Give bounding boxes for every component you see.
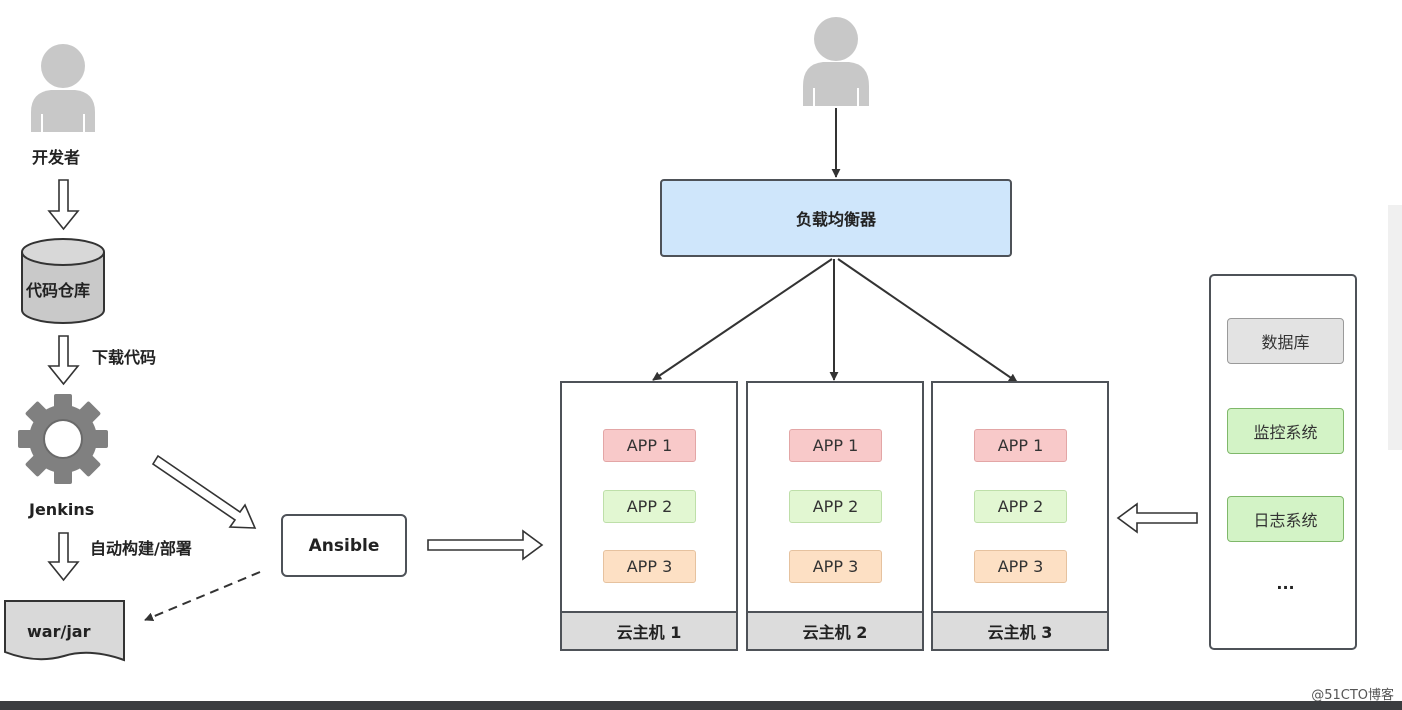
host-3-app-2: APP 2 bbox=[974, 490, 1067, 523]
service-monitoring: 监控系统 bbox=[1227, 408, 1344, 454]
download-code-label: 下载代码 bbox=[92, 348, 157, 367]
scrollbar-track[interactable] bbox=[1388, 205, 1402, 450]
document-icon bbox=[4, 600, 125, 662]
service-logging: 日志系统 bbox=[1227, 496, 1344, 542]
bottom-bar bbox=[0, 701, 1402, 710]
end-user-icon bbox=[803, 17, 869, 106]
arrow-lb-to-host-3 bbox=[837, 258, 1018, 383]
arrow-dev-to-repo bbox=[47, 179, 80, 231]
arrow-ansible-to-artifact bbox=[144, 571, 261, 622]
ansible-node: Ansible bbox=[281, 514, 407, 577]
host-1-app-2: APP 2 bbox=[603, 490, 696, 523]
host-1-app-3: APP 3 bbox=[603, 550, 696, 583]
host-2-app-2: APP 2 bbox=[789, 490, 882, 523]
host-1-name: 云主机 1 bbox=[562, 611, 736, 649]
arrow-jenkins-to-ansible bbox=[151, 454, 257, 529]
host-3: APP 1 APP 2 APP 3 云主机 3 bbox=[931, 381, 1109, 651]
service-more: ... bbox=[1276, 574, 1295, 593]
host-2-name: 云主机 2 bbox=[748, 611, 922, 649]
watermark: @51CTO博客 bbox=[1311, 688, 1394, 703]
developer-label: 开发者 bbox=[32, 148, 81, 167]
services-panel: 数据库 监控系统 日志系统 ... bbox=[1209, 274, 1357, 650]
ansible-label: Ansible bbox=[308, 535, 380, 556]
host-3-app-3: APP 3 bbox=[974, 550, 1067, 583]
load-balancer-node: 负载均衡器 bbox=[660, 179, 1012, 257]
jenkins-label: Jenkins bbox=[29, 500, 95, 519]
host-3-app-1: APP 1 bbox=[974, 429, 1067, 462]
artifact-label: war/jar bbox=[27, 622, 91, 641]
gear-icon bbox=[18, 394, 108, 484]
host-3-name: 云主机 3 bbox=[933, 611, 1107, 649]
arrow-repo-to-jenkins bbox=[47, 335, 80, 386]
host-1-app-1: APP 1 bbox=[603, 429, 696, 462]
host-2-app-1: APP 1 bbox=[789, 429, 882, 462]
database-icon bbox=[21, 238, 105, 324]
developer-user-icon bbox=[31, 44, 95, 132]
host-2: APP 1 APP 2 APP 3 云主机 2 bbox=[746, 381, 924, 651]
load-balancer-label: 负载均衡器 bbox=[795, 210, 876, 229]
arrow-lb-to-host-1 bbox=[652, 258, 833, 381]
repo-label: 代码仓库 bbox=[26, 281, 91, 300]
arrow-services-to-hosts bbox=[1116, 502, 1198, 534]
service-database: 数据库 bbox=[1227, 318, 1344, 364]
auto-build-label: 自动构建/部署 bbox=[90, 539, 192, 558]
arrow-ansible-to-hosts bbox=[427, 529, 544, 561]
host-1: APP 1 APP 2 APP 3 云主机 1 bbox=[560, 381, 738, 651]
host-2-app-3: APP 3 bbox=[789, 550, 882, 583]
arrow-jenkins-to-artifact bbox=[47, 532, 80, 582]
